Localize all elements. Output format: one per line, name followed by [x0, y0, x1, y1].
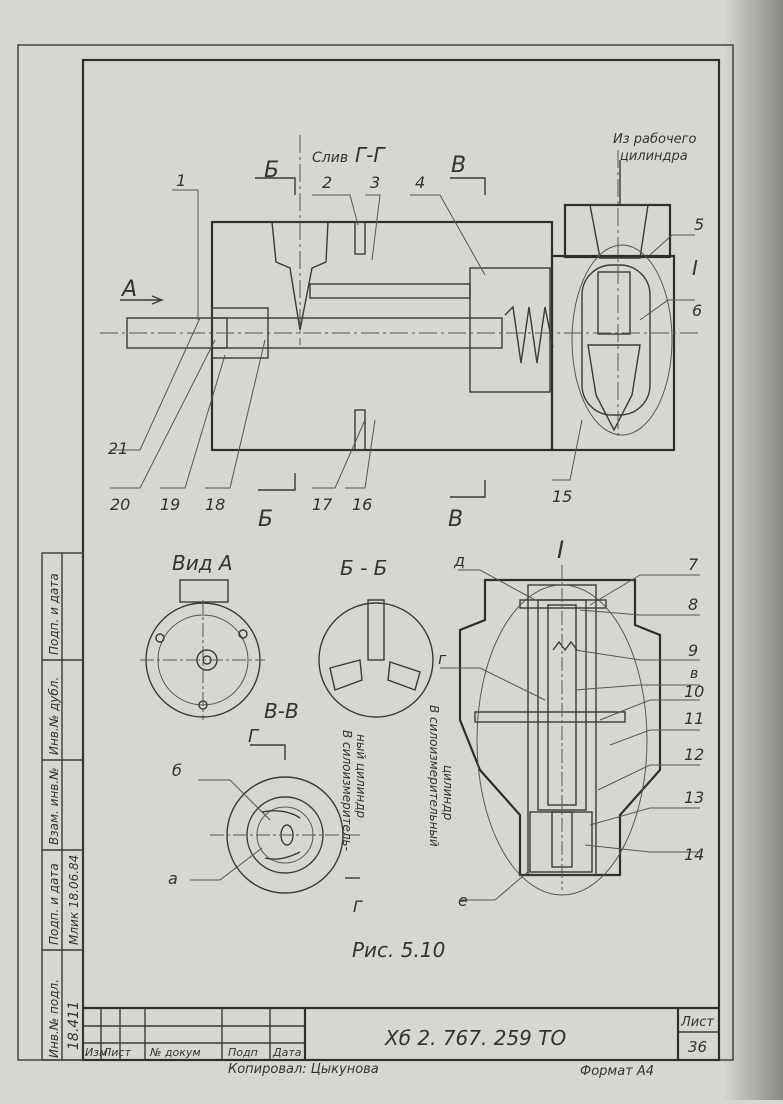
tb-col-podp: Подп [228, 1046, 258, 1059]
section-gg-label: Г-Г [355, 143, 386, 167]
letter-v-callout: в [690, 666, 698, 682]
callout-17: 17 [312, 495, 333, 514]
section-vv-title: В-В [264, 699, 299, 723]
title-block [83, 1006, 719, 1060]
letter-e-callout: е [458, 891, 468, 910]
callout-14: 14 [684, 845, 704, 864]
callout-8: 8 [688, 595, 698, 614]
callout-9: 9 [688, 641, 698, 660]
tb-designation: Хб 2. 767. 259 ТО [384, 1026, 566, 1050]
to-cylinder-1-line2: ный цилиндр [354, 734, 368, 819]
callout-15: 15 [552, 487, 572, 506]
main-section-view [100, 135, 700, 498]
footer-copied-by: Копировал: Цыкунова [228, 1062, 379, 1077]
letter-a-callout: а [168, 869, 178, 888]
tb-col-list: Лист [102, 1046, 131, 1059]
callout-10: 10 [684, 682, 704, 701]
detail-leaders [440, 569, 700, 901]
tb-col-data: Дата [272, 1046, 302, 1059]
side-stamp [41, 552, 84, 1061]
arrow-a-label: А [120, 277, 137, 302]
detail-i [458, 565, 662, 896]
stamp-podp-data-1: Подп. и дата [47, 863, 61, 945]
tb-col-izm: Изм [85, 1046, 107, 1059]
stamp-sign-value: Млик 18.06.84 [67, 855, 81, 945]
footer-format: Формат А4 [580, 1064, 654, 1079]
callout-11: 11 [684, 709, 704, 728]
callout-4: 4 [415, 173, 425, 192]
figure-caption: Рис. 5.10 [352, 938, 445, 962]
view-a [140, 579, 265, 720]
section-vv [190, 744, 360, 894]
callout-1: 1 [176, 171, 186, 190]
callout-20: 20 [110, 495, 130, 514]
drain-label: Слив [312, 150, 348, 166]
cut-v-bottom: В [448, 507, 463, 532]
stamp-inv-dubl: Инв.№ дубл. [47, 677, 61, 755]
section-bb [318, 599, 434, 718]
from-cylinder-line2: цилиндра [620, 149, 688, 164]
cut-b-bottom: Б [258, 507, 273, 532]
detail-i-title: I [557, 536, 564, 564]
tb-col-doc: № докум [149, 1046, 201, 1059]
callout-3: 3 [370, 173, 380, 192]
stamp-vzam-inv: Взам. инв.№ [47, 767, 61, 845]
callout-16: 16 [352, 495, 372, 514]
cut-b-top: Б [264, 158, 279, 183]
callout-leaders [110, 189, 695, 489]
callout-18: 18 [205, 495, 225, 514]
letter-g-callout: г [438, 649, 447, 668]
tb-sheet-number: 36 [688, 1038, 707, 1056]
callout-21: 21 [108, 439, 128, 458]
letter-d-callout: д [453, 551, 465, 570]
callout-7: 7 [688, 555, 699, 574]
section-bb-title: Б - Б [340, 556, 387, 580]
to-cylinder-2-line2: цилиндр [441, 765, 455, 821]
cut-g-top: Г [248, 726, 260, 747]
callout-5: 5 [694, 215, 704, 234]
to-cylinder-2-line1: В силоизмерительный [427, 705, 441, 847]
stamp-inv-value: 18.411 [66, 1001, 82, 1050]
stamp-inv-podl: Инв.№ подл. [47, 979, 61, 1058]
callout-12: 12 [684, 745, 704, 764]
outer-frame [17, 44, 734, 1061]
callout-detail-ref: I [692, 256, 698, 280]
view-a-title: Вид А [172, 551, 233, 575]
from-cylinder-line1: Из рабочего [613, 132, 696, 147]
to-cylinder-1-line1: В силоизмеритель- [340, 730, 354, 851]
cut-v-top: В [451, 153, 466, 178]
letter-b-callout: б [172, 761, 182, 780]
callout-6: 6 [692, 301, 702, 320]
page-edge-shadow [723, 0, 783, 1100]
callout-19: 19 [160, 495, 180, 514]
stamp-podp-data-2: Подп. и дата [47, 573, 61, 655]
tb-sheet-label: Лист [680, 1015, 714, 1030]
callout-2: 2 [322, 173, 332, 192]
cut-g-bottom: Г [353, 897, 363, 916]
callout-13: 13 [684, 788, 704, 807]
